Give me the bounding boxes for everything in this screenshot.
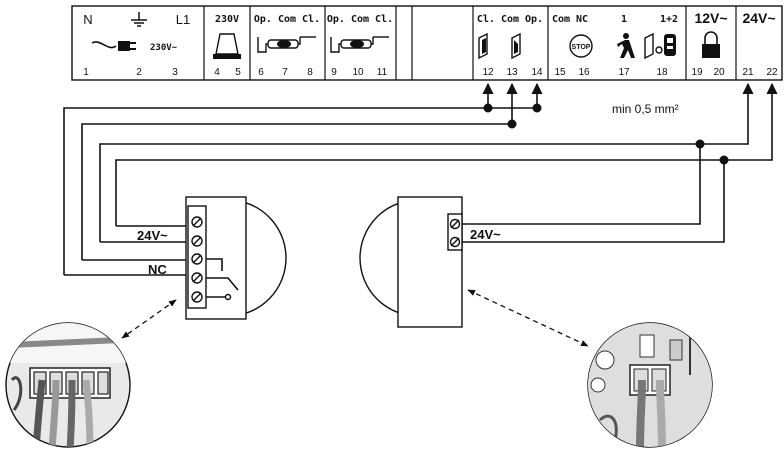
right-device: 24V~ (359, 196, 501, 328)
left-device-screw-terminals (191, 216, 203, 303)
wire-right-device-b (448, 160, 725, 243)
right-device-supply-label: 24V~ (470, 227, 501, 242)
terminal-number-15: 15 (554, 67, 566, 78)
terminal-number-12: 12 (482, 67, 494, 78)
header-input-1: 1 (621, 14, 627, 25)
header-12v-ac: 12V~ (694, 10, 727, 26)
wiring (63, 82, 778, 276)
mains-plug-icon (91, 41, 136, 51)
gate-with-receiver-icon (644, 32, 663, 60)
terminal-number-14: 14 (531, 67, 543, 78)
limit-switch-open-icon (511, 32, 521, 60)
relay-contact-symbol (206, 258, 239, 301)
terminal-number-9: 9 (331, 67, 337, 78)
leader-arrow-right (467, 289, 589, 347)
ground-symbol-icon (131, 12, 147, 27)
terminal-number-16: 16 (578, 67, 590, 78)
pedestrian-icon (617, 33, 635, 58)
terminal-number-8: 8 (307, 67, 313, 78)
lock-icon (702, 31, 720, 58)
terminal-number-13: 13 (506, 67, 518, 78)
terminal-number-2: 2 (136, 67, 142, 78)
wire-terminal-22 (115, 82, 778, 226)
terminal-number-11: 11 (377, 67, 388, 78)
wire-junctions (483, 103, 729, 165)
header-line: L1 (176, 12, 190, 27)
terminal-number-20: 20 (713, 67, 725, 78)
header-24v-ac: 24V~ (742, 10, 775, 26)
terminal-number-18: 18 (656, 67, 668, 78)
remote-control-icon (664, 34, 676, 56)
mains-voltage-label: 230V~ (150, 43, 178, 53)
terminal-number-6: 6 (258, 67, 264, 78)
left-detail-photo (5, 322, 131, 448)
wire-terminal-12 (63, 82, 494, 275)
right-detail-photo (587, 322, 713, 448)
terminal-number-1: 1 (83, 67, 89, 78)
header-motor-power: 230V (215, 14, 239, 25)
header-input-1-2: 1+2 (660, 14, 678, 25)
leader-arrow-left (121, 299, 177, 339)
terminal-number-10: 10 (352, 67, 364, 78)
terminal-number-21: 21 (742, 67, 754, 78)
limit-switch-closed-icon (478, 32, 488, 60)
left-device-nc-label: NC (148, 262, 167, 277)
terminal-number-5: 5 (235, 67, 241, 78)
warning-lamp-icon (213, 33, 241, 59)
terminal-strip: N L1 230V Op. Com Cl. Op. Com Cl. Cl. Co… (71, 5, 783, 81)
terminal-block-dividers (203, 6, 737, 80)
wire-terminal-13 (81, 82, 518, 260)
header-limit-switches: Cl. Com Op. (477, 14, 543, 25)
wire-right-device-a (448, 144, 701, 225)
header-motor-1: Op. Com Cl. (254, 14, 320, 25)
gate-motor-2-icon (330, 36, 389, 53)
terminal-number-19: 19 (691, 67, 703, 78)
right-device-screw-terminals (449, 218, 461, 248)
wire-gauge-note: min 0,5 mm² (612, 102, 679, 116)
terminal-number-22: 22 (766, 67, 778, 78)
left-device-supply-label: 24V~ (137, 228, 168, 243)
stop-button-label: STOP (572, 44, 591, 51)
terminal-number-17: 17 (618, 67, 630, 78)
gate-motor-1-icon (257, 36, 316, 53)
left-device: 24V~ NC (137, 196, 287, 320)
header-stop-contact: Com NC (552, 14, 588, 25)
header-neutral: N (83, 12, 92, 27)
terminal-number-3: 3 (172, 67, 178, 78)
wire-terminal-21 (99, 82, 754, 242)
header-motor-2: Op. Com Cl. (327, 14, 393, 25)
terminal-number-4: 4 (214, 67, 220, 78)
stop-button-icon: STOP (569, 34, 593, 58)
terminal-strip-frame (71, 5, 783, 81)
terminal-number-7: 7 (282, 67, 288, 78)
